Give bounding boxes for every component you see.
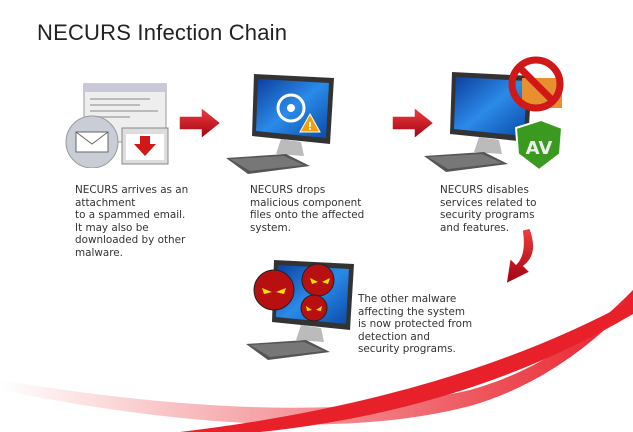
malware-monitor-icon <box>246 260 354 360</box>
page-title: NECURS Infection Chain <box>37 20 288 45</box>
curved-arrow-down-icon <box>505 227 535 286</box>
arrow-right-icon <box>177 106 223 140</box>
step-1-description: NECURS arrives as an attachment to a spa… <box>75 184 189 259</box>
step-2-description: NECURS drops malicious component files o… <box>250 184 365 234</box>
spam-email-icon <box>65 83 169 168</box>
biohazard-monitor-icon: ! <box>226 74 334 174</box>
av-badge-text: AV <box>526 138 553 159</box>
svg-text:!: ! <box>307 120 312 133</box>
decorative-swoosh <box>0 290 633 432</box>
step-3-description: NECURS disables services related to secu… <box>440 184 537 234</box>
disabled-antivirus-monitor-icon: AV <box>424 56 564 172</box>
step-4-description: The other malware affecting the system i… <box>358 293 473 356</box>
